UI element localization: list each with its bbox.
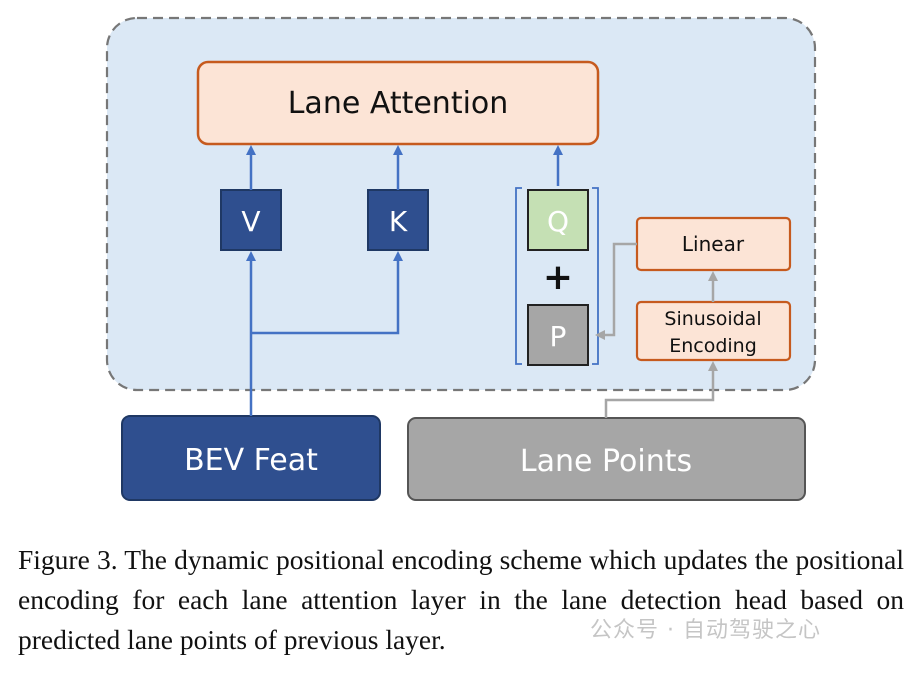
arrow-lanepoints-to-sinusoidal <box>604 361 718 418</box>
plus-sign: + <box>543 257 573 298</box>
sinusoidal-label-line1: Sinusoidal <box>664 308 761 330</box>
sinusoidal-label-line2: Encoding <box>669 335 757 357</box>
p-label: P <box>550 320 567 353</box>
lane-points-label: Lane Points <box>520 444 692 479</box>
bev-feat-label: BEV Feat <box>184 443 318 478</box>
qp-bracket-left <box>515 187 522 365</box>
q-box <box>527 189 589 251</box>
arrow-bev-to-k <box>251 251 403 335</box>
lane-attention-box <box>196 60 600 146</box>
figure-caption: Figure 3. The dynamic positional encodin… <box>18 544 904 655</box>
linear-label: Linear <box>682 232 745 256</box>
arrow-linear-to-p <box>595 242 637 340</box>
watermark-text: 公众号 · 自动驾驶之心 <box>590 618 821 643</box>
k-box <box>367 189 429 251</box>
qp-bracket-right <box>592 187 599 365</box>
q-label: Q <box>547 205 569 238</box>
lane-attention-label: Lane Attention <box>288 86 509 121</box>
p-box <box>527 304 589 366</box>
v-label: V <box>241 205 260 238</box>
k-label: K <box>389 205 408 238</box>
